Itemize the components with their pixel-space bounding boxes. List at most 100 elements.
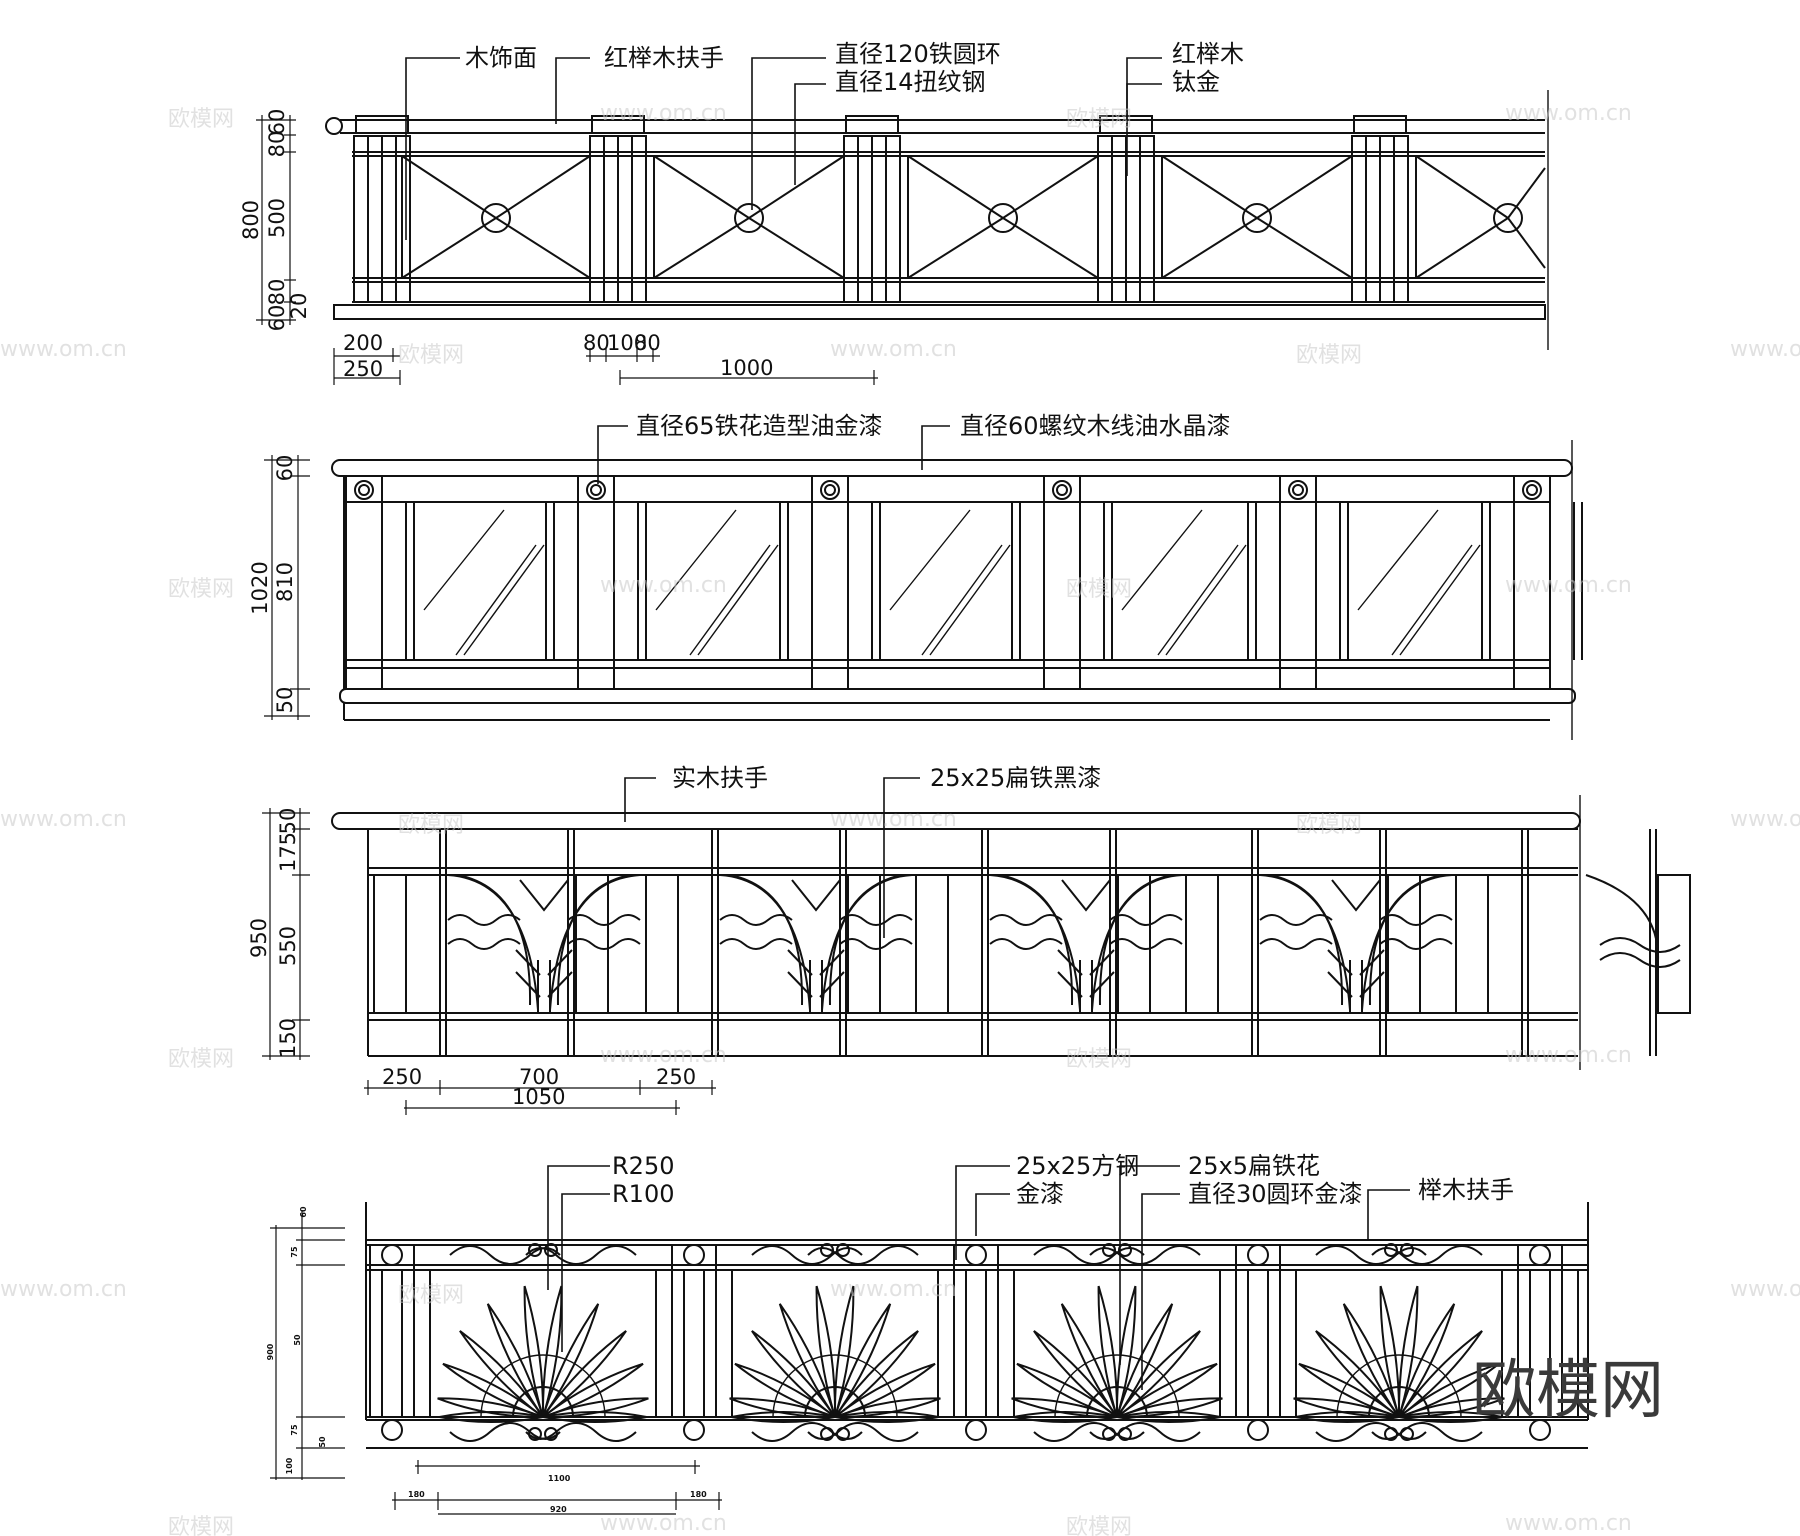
dim-e4-900: 900 xyxy=(266,1343,275,1360)
watermark-site: www.om.cn xyxy=(600,573,727,598)
chevron xyxy=(515,949,573,976)
scroll-curl xyxy=(1102,1427,1116,1441)
gold-ring xyxy=(683,1244,705,1266)
label-ring-30-gold: 直径30圆环金漆 xyxy=(1188,1180,1363,1208)
elevation-2-posts xyxy=(345,476,1551,689)
x-bar xyxy=(1002,217,1099,279)
flower-ring xyxy=(1336,1354,1462,1418)
elevation-3-pattern-panels xyxy=(447,874,1681,1013)
gold-ring xyxy=(965,1419,987,1441)
iron-ring xyxy=(1242,203,1272,233)
petal xyxy=(439,1411,544,1423)
side-slot xyxy=(847,874,881,1014)
elevation-4: R250 R100 25x25方钢 金漆 25x5扁铁花 直径30圆环金漆 榉木… xyxy=(266,1152,1589,1515)
petal xyxy=(729,1397,836,1419)
dim-e3-50: 50 xyxy=(276,808,300,835)
flower-ring xyxy=(1054,1354,1180,1418)
scroll xyxy=(1371,1245,1483,1265)
wave xyxy=(1379,914,1453,926)
flower-ring xyxy=(772,1354,898,1418)
gold-ring xyxy=(381,1419,403,1441)
petal xyxy=(778,1303,836,1418)
chevron xyxy=(1331,879,1381,912)
x-bar xyxy=(1415,217,1509,279)
label-flat-iron-black: 25x25扁铁黑漆 xyxy=(930,764,1101,792)
label-r100: R100 xyxy=(612,1180,674,1208)
glass-reflection xyxy=(1391,544,1473,656)
petal xyxy=(833,1285,855,1418)
petal xyxy=(1398,1397,1505,1419)
dim-e4-920: 920 xyxy=(550,1505,567,1514)
watermark: 欧模网 xyxy=(1066,1515,1132,1536)
glass-reflection xyxy=(929,544,1011,656)
dim-e3-150: 150 xyxy=(276,1018,300,1058)
dim-e4-180-left: 180 xyxy=(408,1490,425,1499)
watermark-site: www.om.cn xyxy=(1505,573,1632,598)
scroll-curl xyxy=(528,1427,542,1441)
wave xyxy=(1259,914,1333,926)
watermark-site: www.om.cn xyxy=(0,807,127,832)
elevation-2: 直径65铁花造型油金漆 直径60螺纹木线油水晶漆 1020 60 810 50 xyxy=(248,412,1583,740)
watermark: 欧模网 xyxy=(398,343,464,368)
petal xyxy=(834,1397,941,1419)
glass-reflection xyxy=(1165,544,1247,656)
dim-e3-1050: 1050 xyxy=(512,1085,565,1109)
watermark: 欧模网 xyxy=(1296,343,1362,368)
petal xyxy=(1011,1397,1118,1419)
petal xyxy=(834,1362,936,1418)
iron-flower-ring xyxy=(586,480,606,500)
petal xyxy=(523,1285,545,1418)
scroll-curl xyxy=(544,1427,558,1441)
x-bar xyxy=(401,155,497,219)
scroll xyxy=(525,1245,637,1265)
x-bar xyxy=(1256,155,1353,219)
petal xyxy=(1116,1411,1221,1423)
x-bar xyxy=(653,155,750,219)
x-bar xyxy=(1256,217,1353,279)
dim-e4-180-right: 180 xyxy=(690,1490,707,1499)
watermark: 欧模网 xyxy=(1296,813,1362,838)
scroll-curl xyxy=(1384,1243,1398,1257)
wave xyxy=(989,938,1063,950)
wave xyxy=(1599,952,1681,968)
chevron xyxy=(787,949,845,976)
square-steel-post xyxy=(1247,1269,1269,1418)
petal xyxy=(1013,1411,1118,1423)
elevation-3: 实木扶手 25x25扁铁黑漆 950 50 175 550 150 250 70… xyxy=(247,764,1691,1115)
x-bar xyxy=(907,217,1004,279)
petal xyxy=(486,1303,544,1418)
dim-e4-60: 60 xyxy=(299,1206,308,1218)
dim-e4-75-top: 75 xyxy=(290,1246,299,1258)
leaf-arc xyxy=(1585,874,1660,961)
scroll xyxy=(1033,1245,1145,1265)
dim-e1-800: 800 xyxy=(239,200,263,240)
x-bar xyxy=(1507,217,1546,269)
x-bar xyxy=(1161,155,1258,219)
gold-ring xyxy=(683,1419,705,1441)
dim-e4-50-bottom: 50 xyxy=(318,1436,327,1448)
petal xyxy=(1097,1285,1119,1418)
glass-reflection xyxy=(463,544,545,656)
petal xyxy=(1397,1285,1419,1418)
dim-e1-60-top: 60 xyxy=(265,109,289,136)
glass-reflection xyxy=(455,544,537,656)
square-steel-post xyxy=(1529,1269,1551,1418)
side-slot xyxy=(1185,874,1219,1014)
post-cap xyxy=(845,115,899,134)
elevation-1-panels xyxy=(401,155,1546,279)
chevron xyxy=(1327,971,1385,998)
watermark-site: www.om.cn xyxy=(1730,807,1800,832)
dim-e3-950: 950 xyxy=(247,918,271,958)
iron-flower-ring xyxy=(1056,484,1068,496)
gold-ring xyxy=(1529,1419,1551,1441)
x-bar xyxy=(1002,155,1099,219)
petal xyxy=(437,1397,544,1419)
side-slot xyxy=(1117,874,1151,1014)
dim-e2-1020: 1020 xyxy=(248,561,272,614)
watermark: 欧模网 xyxy=(168,1515,234,1536)
glass-reflection xyxy=(1157,544,1239,656)
side-slot xyxy=(645,874,679,1014)
post-cap xyxy=(1353,115,1407,134)
glass-reflection xyxy=(921,544,1003,656)
chevron xyxy=(787,971,845,998)
